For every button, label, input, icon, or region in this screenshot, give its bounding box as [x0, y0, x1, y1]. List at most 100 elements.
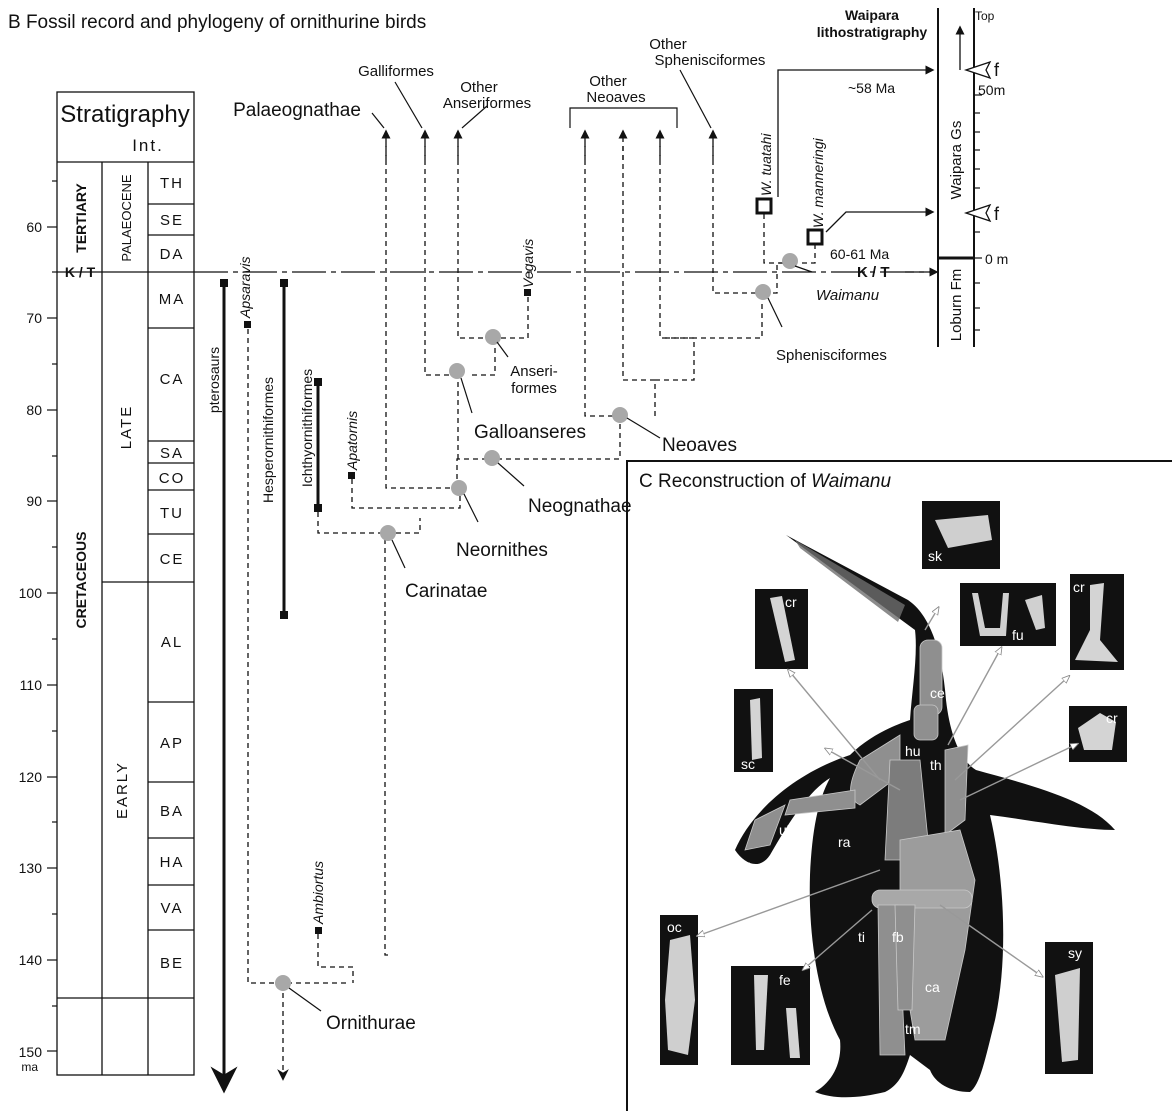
label-anseriformes-2: formes: [511, 380, 557, 397]
hesperornithiformes-range: [280, 279, 288, 619]
inset-cr-1: [755, 589, 808, 669]
w-tuatahi-box: [757, 199, 771, 213]
vegavis-marker: [524, 289, 531, 296]
bone-sy: sy: [1068, 945, 1082, 961]
stage-da: DA: [160, 246, 185, 263]
kt-label-table: K / T: [65, 264, 96, 280]
bone-ce: ce: [930, 685, 945, 701]
bone-cr-3: cr: [1106, 710, 1118, 726]
label-vegavis: Vegavis: [520, 239, 536, 288]
label-pterosaurs: pterosaurs: [206, 347, 222, 413]
strat-header: Stratigraphy: [60, 101, 189, 128]
label-sphenisciformes: Sphenisciformes: [776, 347, 887, 364]
node-neoaves: [612, 407, 628, 423]
age-140: 140: [19, 952, 43, 968]
stage-ce: CE: [160, 551, 185, 568]
waipara-50m: 50m: [978, 82, 1005, 98]
label-neognathae: Neognathae: [528, 496, 632, 517]
stage-be: BE: [160, 955, 184, 972]
age-150: 150: [19, 1044, 43, 1060]
ambiortus-marker: [315, 927, 322, 934]
waipara-title-1: Waipara: [845, 7, 899, 23]
panel-c-title-prefix: C Reconstruction of: [639, 471, 811, 492]
stage-al: AL: [161, 634, 183, 651]
node-anseriformes: [485, 329, 501, 345]
label-anseriformes-1: Anseri-: [510, 363, 558, 380]
age-70: 70: [26, 310, 42, 326]
label-carinatae: Carinatae: [405, 581, 487, 602]
label-neoaves: Neoaves: [662, 435, 737, 456]
label-galloanseres: Galloanseres: [474, 422, 586, 443]
stage-labels: TH SE DA MA CA SA CO TU CE AL AP BA HA V…: [159, 175, 186, 972]
strat-sub: Int.: [132, 136, 164, 155]
label-palaeognathae: Palaeognathae: [233, 100, 361, 121]
ichthyornithiformes-range: [314, 378, 322, 512]
stage-th: TH: [160, 175, 184, 192]
waipara-f-lower: f: [994, 204, 1000, 224]
label-58ma: ~58 Ma: [848, 80, 895, 96]
inset-cr-3: [1069, 706, 1127, 762]
label-ambiortus: Ambiortus: [310, 861, 326, 925]
label-w-manneringi: W. manneringi: [810, 137, 826, 228]
stage-co: CO: [159, 470, 186, 487]
label-apsaravis: Apsaravis: [237, 257, 253, 319]
label-waimanu: Waimanu: [816, 287, 880, 304]
bone-cr-2: cr: [1073, 579, 1085, 595]
node-ornithurae: [275, 975, 291, 991]
waipara-top: Top: [975, 9, 995, 23]
period-cretaceous: CRETACEOUS: [73, 532, 89, 629]
stage-ba: BA: [160, 803, 184, 820]
bone-ul: ul: [779, 822, 790, 838]
w-manneringi-box: [808, 230, 822, 244]
label-ornithurae: Ornithurae: [326, 1013, 416, 1034]
bone-fe: fe: [779, 972, 791, 988]
panel-c-title-taxon: Waimanu: [811, 471, 891, 492]
inset-fe: [731, 966, 810, 1065]
age-110: 110: [20, 677, 43, 693]
bone-ca: ca: [925, 979, 940, 995]
stage-ap: AP: [160, 735, 184, 752]
apsaravis-marker: [244, 321, 251, 328]
stage-ma: MA: [159, 291, 186, 308]
epoch-early: EARLY: [114, 761, 131, 819]
bone-oc: oc: [667, 919, 682, 935]
label-ichthyornithiformes: Ichthyornithiformes: [299, 369, 315, 487]
stage-ca: CA: [160, 371, 185, 388]
label-w-tuatahi: W. tuatahi: [758, 133, 774, 196]
label-other-neoaves-2: Neoaves: [586, 89, 645, 106]
bone-cm: cm: [733, 857, 752, 873]
age-80: 80: [26, 402, 42, 418]
epoch-palaeocene: PALAEOCENE: [119, 174, 134, 262]
label-other-anseriformes-2: Anseriformes: [443, 95, 531, 112]
node-neornithes: [451, 480, 467, 496]
bone-fu: fu: [1012, 627, 1024, 643]
inset-sy: [1045, 942, 1093, 1074]
age-60: 60: [26, 219, 42, 235]
node-sphenisciformes: [755, 284, 771, 300]
stage-ha: HA: [160, 854, 185, 871]
label-hesperornithiformes: Hesperornithiformes: [260, 377, 276, 503]
age-ticks: [47, 181, 57, 1051]
age-labels: 60 70 80 90 100 110 120 130 140 150 ma: [19, 219, 43, 1074]
label-60-61ma: 60-61 Ma: [830, 246, 889, 262]
waipara-gs-label: Waipara Gs: [948, 121, 965, 200]
label-other-sphenisciformes-2: Sphenisciformes: [655, 52, 766, 69]
age-130: 130: [19, 860, 43, 876]
bone-th: th: [930, 757, 942, 773]
inset-oc: [660, 915, 698, 1065]
bone-tm: tm: [905, 1021, 921, 1037]
age-120: 120: [19, 769, 43, 785]
label-neornithes: Neornithes: [456, 540, 548, 561]
label-other-sphenisciformes-1: Other: [649, 36, 687, 53]
panel-c-title: C Reconstruction of Waimanu: [639, 471, 891, 492]
stage-sa: SA: [160, 445, 184, 462]
stage-tu: TU: [160, 505, 184, 522]
waipara-0m: 0 m: [985, 251, 1008, 267]
age-100: 100: [19, 585, 43, 601]
label-galliformes: Galliformes: [358, 63, 434, 80]
node-carinatae: [380, 525, 396, 541]
loburn-fm-label: Loburn Fm: [948, 269, 965, 342]
extant-arrows: [386, 134, 713, 160]
kt-label-litho: K / T: [857, 264, 890, 281]
